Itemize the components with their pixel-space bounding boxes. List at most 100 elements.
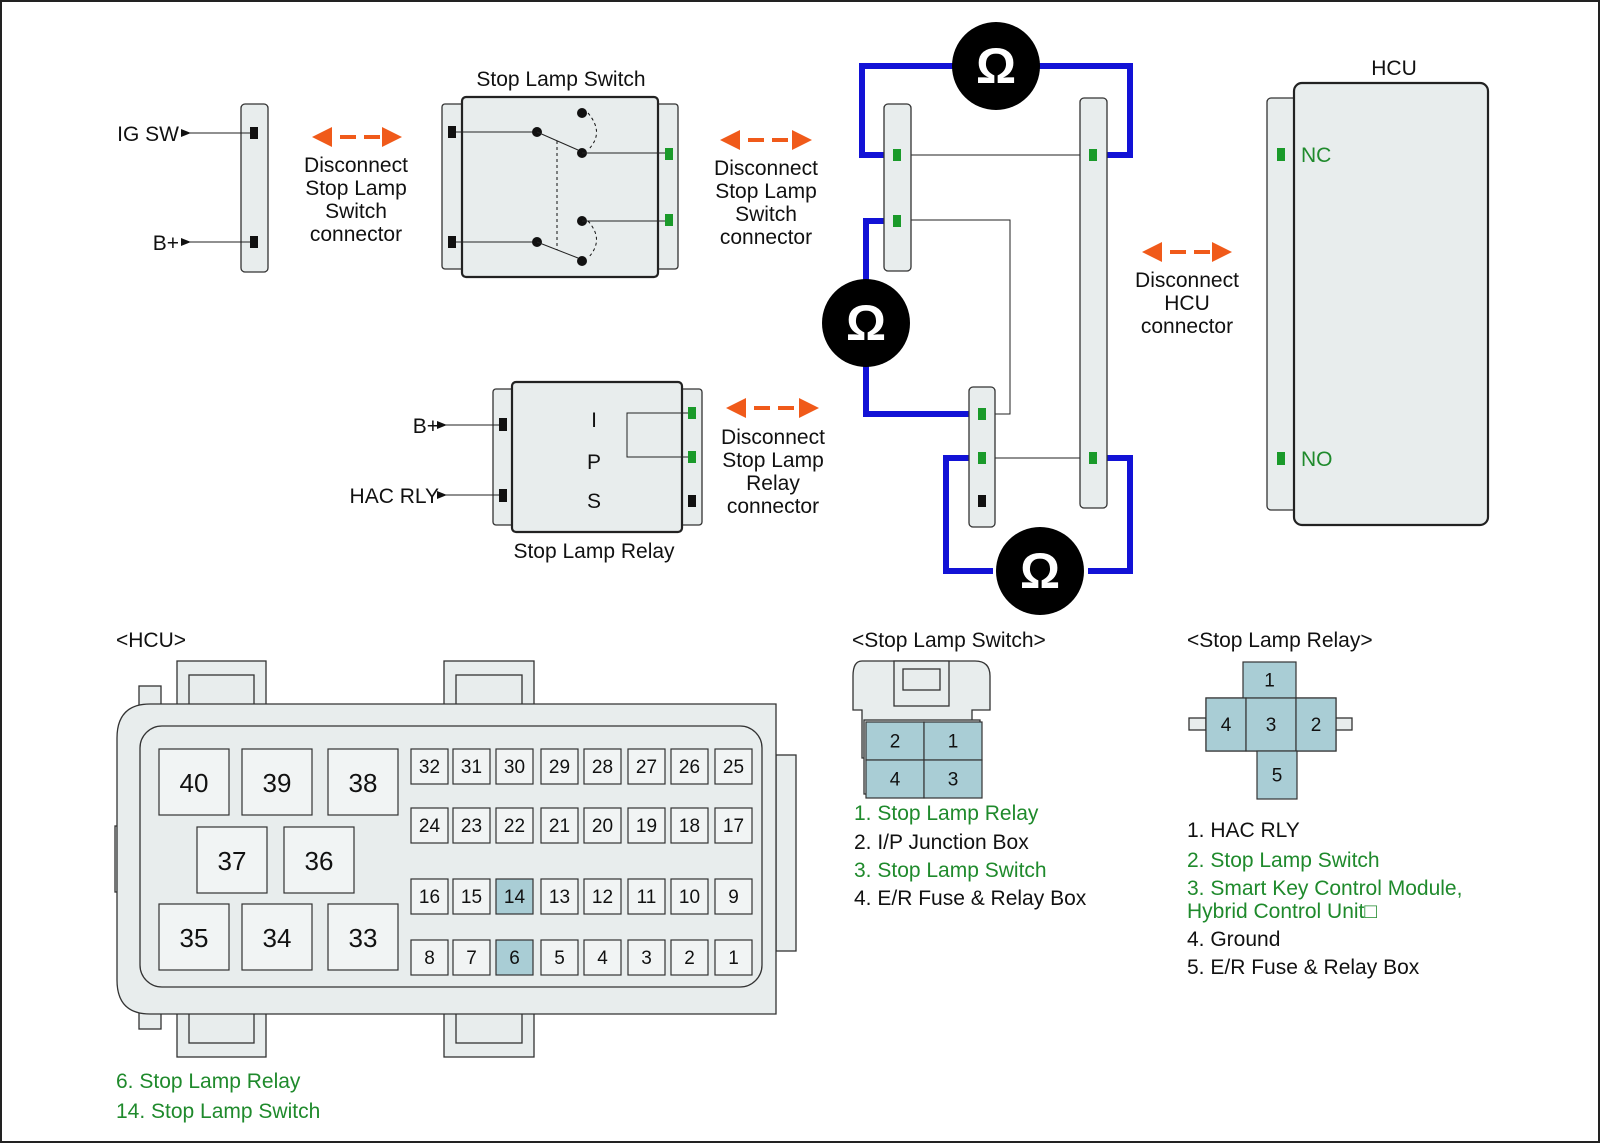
svg-text:18: 18	[679, 816, 700, 837]
pin-3: 3	[1245, 697, 1297, 752]
pin-35: 35	[158, 903, 230, 971]
pin-40: 40	[158, 748, 230, 816]
svg-text:27: 27	[636, 757, 657, 778]
pin-32: 32	[410, 748, 449, 785]
sls-connector-face: <Stop Lamp Switch> 2 1 4 3 1. Stop Lamp Rel…	[852, 629, 1087, 910]
pin-37: 37	[196, 826, 268, 894]
sls-legend-2: 2. I/P Junction Box	[854, 831, 1029, 854]
svg-text:connector: connector	[727, 495, 819, 518]
svg-text:3: 3	[641, 948, 652, 969]
svg-text:connector: connector	[1141, 315, 1233, 338]
svg-text:Disconnect: Disconnect	[304, 154, 408, 177]
pin-10: 10	[670, 878, 709, 915]
omega-icon: Ω	[976, 38, 1016, 94]
pin-3: 3	[627, 939, 666, 976]
svg-text:HCU: HCU	[1164, 292, 1210, 315]
disconnect-relay-text: Disconnect Stop Lamp Relay connector	[721, 426, 825, 518]
sls-connector-title: <Stop Lamp Switch>	[852, 629, 1046, 652]
pin-4: 4	[583, 939, 622, 976]
hcu-no-label: NO	[1301, 448, 1333, 471]
pin-11: 11	[627, 878, 666, 915]
hcu-connector-title: <HCU>	[116, 629, 186, 652]
pin-33: 33	[327, 903, 399, 971]
svg-text:32: 32	[419, 757, 440, 778]
hcu-legend-14: 14. Stop Lamp Switch	[116, 1100, 320, 1123]
sls-legend-3: 3. Stop Lamp Switch	[854, 859, 1047, 882]
svg-text:31: 31	[461, 757, 482, 778]
pin-38: 38	[327, 748, 399, 816]
svg-text:2: 2	[1311, 715, 1322, 736]
svg-text:40: 40	[180, 768, 209, 798]
svg-text:12: 12	[592, 887, 613, 908]
pin-4: 4	[865, 759, 925, 799]
hcu-legend-6: 6. Stop Lamp Relay	[116, 1070, 301, 1093]
pin-27: 27	[627, 748, 666, 785]
pin-25: 25	[714, 748, 753, 785]
pin-9: 9	[714, 878, 753, 915]
relay-letter-s: S	[587, 490, 601, 513]
pin-17: 17	[714, 807, 753, 844]
stop-lamp-switch-title: Stop Lamp Switch	[476, 68, 645, 91]
svg-text:2: 2	[890, 732, 901, 753]
svg-text:Switch: Switch	[325, 200, 387, 223]
pin-5: 5	[1256, 750, 1298, 800]
pin-5: 5	[540, 939, 579, 976]
svg-text:37: 37	[218, 846, 247, 876]
harness-connector-left: IG SW B+	[117, 103, 269, 273]
pin-4: 4	[1205, 697, 1247, 752]
stop-lamp-switch-unit: Stop Lamp Switch	[441, 68, 679, 279]
ohmmeter-middle: Ω	[822, 279, 910, 367]
svg-text:21: 21	[549, 816, 570, 837]
pin-1: 1	[923, 721, 983, 761]
svg-text:15: 15	[461, 887, 482, 908]
pin-34: 34	[241, 903, 313, 971]
svg-text:39: 39	[263, 768, 292, 798]
disconnect-sls-right-text: Disconnect Stop Lamp Switch connector	[714, 157, 818, 249]
pin-28: 28	[583, 748, 622, 785]
svg-text:36: 36	[305, 846, 334, 876]
svg-text:26: 26	[679, 757, 700, 778]
svg-text:28: 28	[592, 757, 613, 778]
pin-14: 14	[495, 878, 534, 915]
svg-text:33: 33	[349, 923, 378, 953]
svg-text:6: 6	[509, 948, 520, 969]
pin-1: 1	[1242, 661, 1297, 699]
sls-legend-1: 1. Stop Lamp Relay	[854, 802, 1039, 825]
relay-b-plus-label: B+	[413, 415, 439, 438]
svg-text:23: 23	[461, 816, 482, 837]
svg-text:24: 24	[419, 816, 441, 837]
pin-7: 7	[452, 939, 491, 976]
pin-13: 13	[540, 878, 579, 915]
measurement-harness: Ω Ω Ω	[822, 22, 1133, 615]
svg-text:38: 38	[349, 768, 378, 798]
svg-text:20: 20	[592, 816, 613, 837]
relay-title: Stop Lamp Relay	[513, 540, 675, 563]
svg-text:Stop Lamp: Stop Lamp	[722, 449, 824, 472]
svg-text:17: 17	[723, 816, 744, 837]
svg-text:8: 8	[424, 948, 435, 969]
b-plus-label: B+	[153, 232, 179, 255]
svg-text:22: 22	[504, 816, 525, 837]
hcu-unit: HCU NC NO	[1266, 57, 1490, 527]
svg-text:13: 13	[549, 887, 570, 908]
pin-1: 1	[714, 939, 753, 976]
svg-text:2: 2	[684, 948, 695, 969]
svg-text:3: 3	[948, 770, 959, 791]
svg-text:11: 11	[637, 887, 657, 908]
svg-text:5: 5	[1272, 766, 1283, 787]
disconnect-sls-left-text: Disconnect Stop Lamp Switch connector	[304, 154, 408, 246]
svg-text:4: 4	[890, 770, 901, 791]
relay-legend-2: 2. Stop Lamp Switch	[1187, 849, 1380, 872]
pin-2: 2	[670, 939, 709, 976]
pin-2: 2	[1295, 697, 1337, 752]
svg-text:Disconnect: Disconnect	[714, 157, 818, 180]
svg-text:4: 4	[597, 948, 608, 969]
pin-18: 18	[670, 807, 709, 844]
relay-connector-title: <Stop Lamp Relay>	[1187, 629, 1373, 652]
svg-text:3: 3	[1266, 715, 1277, 736]
svg-text:9: 9	[728, 887, 739, 908]
pin-22: 22	[495, 807, 534, 844]
svg-text:Stop Lamp: Stop Lamp	[305, 177, 407, 200]
